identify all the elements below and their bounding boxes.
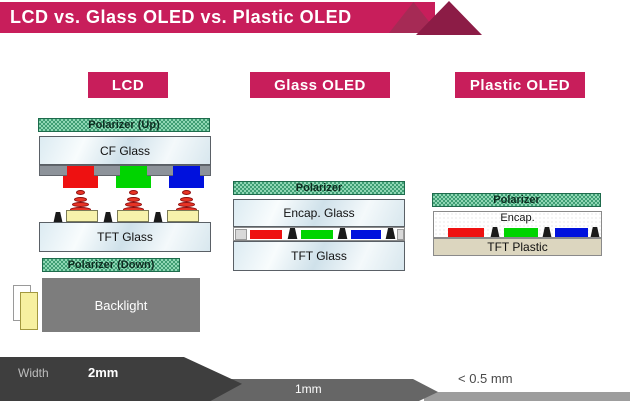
liquid-crystal (182, 190, 191, 195)
lcd-polarizer-up-layer: Polarizer (Up) (38, 118, 210, 132)
lcd-tft-element (103, 212, 113, 222)
liquid-crystal (129, 190, 138, 195)
lcd-backlight-layer: Backlight (42, 278, 200, 332)
lcd-red-filter-base (63, 176, 98, 188)
column-label-plastic-oled: Plastic OLED (455, 72, 585, 98)
scale-width-label: Width (18, 366, 49, 380)
lcd-green-filter (120, 166, 147, 176)
glass-oled-encap-glass-layer: Encap. Glass (233, 199, 405, 227)
oled-blue-emitter (351, 230, 381, 239)
lcd-tft-glass-layer: TFT Glass (39, 222, 211, 252)
scale-glass-thickness: 1mm (295, 382, 322, 396)
oled-green-emitter (504, 228, 538, 237)
plastic-oled-polarizer-layer: Polarizer (432, 193, 601, 207)
lcd-tft-element (153, 212, 163, 222)
scale-band-glass (200, 379, 438, 401)
lcd-red-filter (67, 166, 94, 176)
header-bar: LCD vs. Glass OLED vs. Plastic OLED (0, 2, 435, 33)
lcd-electrode-pad (167, 210, 199, 222)
page-title: LCD vs. Glass OLED vs. Plastic OLED (10, 7, 352, 27)
column-label-glass-oled: Glass OLED (250, 72, 390, 98)
lcd-green-filter-base (116, 176, 151, 188)
scale-band-plastic (424, 392, 630, 401)
oled-red-emitter (250, 230, 282, 239)
scale-lcd-thickness: 2mm (88, 365, 119, 380)
lcd-electrode-pad (117, 210, 149, 222)
oled-blue-emitter (555, 228, 588, 237)
oled-tft-element (337, 228, 348, 239)
lcd-blue-filter (173, 166, 200, 176)
oled-tft-element (385, 228, 396, 239)
oled-tft-element (590, 227, 600, 237)
lcd-electrode-pad (66, 210, 98, 222)
lcd-tft-element (53, 212, 63, 222)
plastic-oled-encap-label: Encap. (500, 212, 535, 224)
oled-red-emitter (448, 228, 484, 237)
lcd-cf-glass-layer: CF Glass (39, 136, 211, 165)
oled-tft-element (287, 228, 298, 239)
glass-oled-polarizer-layer: Polarizer (233, 181, 405, 195)
lamp-icon (20, 292, 38, 330)
oled-green-emitter (301, 230, 333, 239)
lcd-polarizer-down-layer: Polarizer (Down) (42, 258, 180, 272)
liquid-crystal (76, 190, 85, 195)
emitter-end-cap (397, 229, 404, 240)
scale-plastic-thickness: < 0.5 mm (458, 371, 513, 386)
oled-tft-element (490, 227, 500, 237)
column-label-lcd: LCD (88, 72, 168, 98)
oled-tft-element (542, 227, 552, 237)
emitter-end-cap (235, 229, 247, 240)
glass-oled-tft-glass-layer: TFT Glass (233, 241, 405, 271)
lcd-blue-filter-base (169, 176, 204, 188)
plastic-oled-tft-plastic-layer: TFT Plastic (433, 238, 602, 256)
